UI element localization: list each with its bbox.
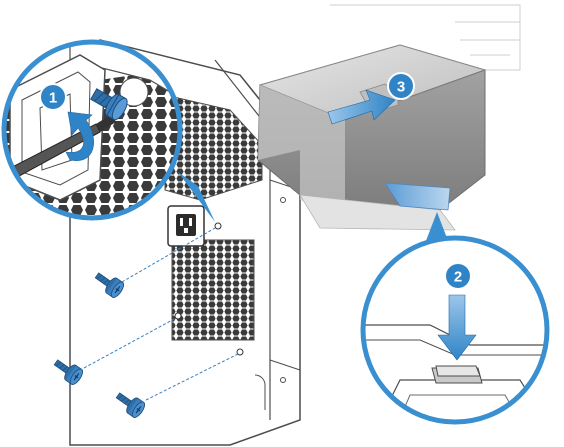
screw-hole <box>214 222 222 230</box>
release-tab-button <box>431 365 483 384</box>
step-2-badge: 2 <box>444 262 472 290</box>
press-down-arrow-icon <box>437 294 477 361</box>
screw-guide-lines <box>83 227 239 401</box>
step-3-number: 3 <box>397 79 405 96</box>
power-supply-unit <box>257 44 487 231</box>
step-3-badge: 3 <box>387 72 415 100</box>
callout-1-connector <box>178 172 215 222</box>
screw-hole <box>174 312 182 320</box>
rear-vent-grille <box>164 94 263 201</box>
callout-2-magnifier <box>360 235 550 425</box>
power-socket <box>167 205 205 247</box>
screwdriver-icon <box>4 114 116 187</box>
push-arrow-icon <box>327 89 396 125</box>
step-1-number: 1 <box>49 90 57 107</box>
step-1-badge: 1 <box>39 83 67 111</box>
release-tab-icon <box>384 182 451 211</box>
chassis-background-outline <box>330 4 521 71</box>
psu-vent-grille <box>171 239 255 341</box>
rotate-arrow-icon <box>65 111 94 161</box>
step-2-number: 2 <box>454 269 462 286</box>
screw-hole <box>236 348 244 356</box>
